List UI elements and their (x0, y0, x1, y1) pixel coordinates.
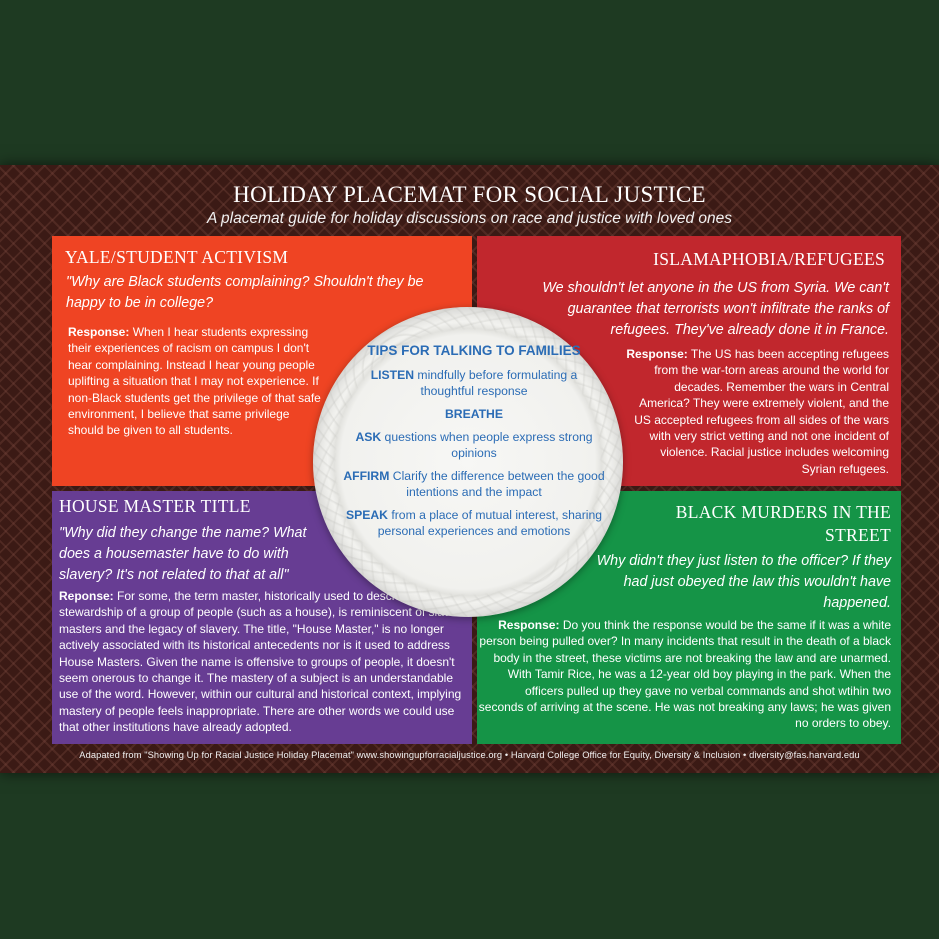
panel-response: Response: Do you think the response woul… (477, 617, 891, 732)
tip-keyword: SPEAK (345, 508, 388, 522)
panel-heading: BLACK MURDERS IN THE STREET (675, 502, 891, 545)
panel-quote: Why didn't they just listen to the offic… (596, 553, 891, 611)
response-label: Response: (626, 347, 688, 361)
response-text: The US has been accepting refugees from … (634, 347, 889, 476)
response-text: Do you think the response would be the s… (478, 618, 891, 731)
page-title: HOLIDAY PLACEMAT FOR SOCIAL JUSTICE (233, 182, 706, 207)
panel-response: Response: When I hear students expressin… (68, 324, 328, 439)
panel-heading: HOUSE MASTER TITLE (59, 496, 251, 516)
panel-response: Response: The US has been accepting refu… (624, 346, 889, 477)
tip-listen: LISTEN mindfully before formulating a th… (343, 367, 605, 399)
tips-title: TIPS FOR TALKING TO FAMILIES (367, 343, 581, 358)
tip-text: Clarify the difference between the good … (389, 469, 605, 499)
response-label: Reponse: (59, 589, 114, 603)
tip-keyword: AFFIRM (343, 469, 390, 483)
panel-quote: "Why did they change the name? What does… (59, 525, 307, 583)
response-label: Response: (498, 618, 560, 632)
tip-ask: ASK questions when people express strong… (343, 429, 605, 461)
tip-affirm: AFFIRM Clarify the difference between th… (343, 468, 605, 500)
page-subtitle: A placemat guide for holiday discussions… (206, 210, 732, 227)
panel-heading: ISLAMAPHOBIA/REFUGEES (653, 249, 885, 269)
panel-quote: We shouldn't let anyone in the US from S… (542, 280, 889, 338)
tip-keyword: ASK (355, 430, 382, 444)
plate-rim-pattern (313, 307, 623, 617)
tip-speak: SPEAK from a place of mutual interest, s… (343, 507, 605, 539)
tip-keyword: LISTEN (370, 368, 415, 382)
tip-keyword: BREATHE (444, 407, 503, 421)
tip-text: mindfully before formulating a thoughtfu… (414, 368, 578, 398)
footer-credits: Adapated from "Showing Up for Racial Jus… (79, 750, 860, 760)
response-label: Response: (68, 325, 130, 339)
response-text: When I hear students expressing their ex… (68, 325, 321, 438)
panel-response: Reponse: For some, the term master, hist… (59, 588, 471, 736)
plate-image (313, 307, 623, 617)
response-text: For some, the term master, historically … (59, 589, 462, 735)
panel-heading: YALE/STUDENT ACTIVISM (65, 247, 289, 267)
tip-breathe: BREATHE (343, 406, 605, 422)
tip-text: questions when people express strong opi… (381, 430, 593, 460)
tip-text: from a place of mutual interest, sharing… (377, 508, 603, 538)
panel-quote: "Why are Black students complaining? Sho… (66, 274, 424, 311)
tips-for-talking: TIPS FOR TALKING TO FAMILIES LISTEN mind… (343, 340, 605, 546)
panel-islamaphobia-refugees: ISLAMAPHOBIA/REFUGEES We shouldn't let a… (477, 236, 901, 486)
